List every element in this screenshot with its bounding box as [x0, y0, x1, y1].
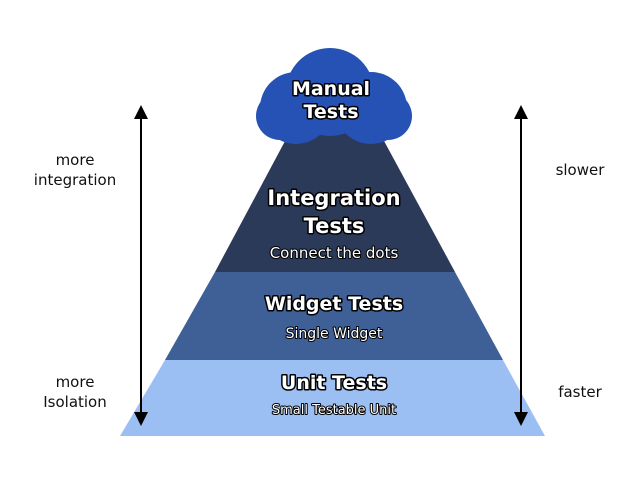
widget-tests-subtitle: Single Widget [286, 326, 383, 342]
left-bottom-label: more Isolation [30, 372, 120, 412]
left-top-label: more integration [30, 150, 120, 190]
integration-tests-tier [215, 128, 455, 272]
manual-tests-title-line2: Tests [303, 101, 358, 123]
right-top-label: slower [555, 161, 605, 179]
left-bottom-label-line1: more [55, 373, 95, 391]
unit-tests-subtitle: Small Testable Unit [272, 403, 396, 418]
widget-tests-tier [165, 272, 503, 360]
integration-tests-title-line1: Integration [267, 186, 400, 210]
left-top-label-line2: integration [33, 171, 117, 189]
manual-tests-title-line1: Manual [292, 78, 370, 100]
right-bottom-label: faster [558, 383, 602, 401]
integration-tests-title-line2: Tests [304, 214, 365, 238]
left-top-label-line1: more [55, 151, 95, 169]
manual-tests-cloud [256, 48, 412, 144]
left-bottom-label-line2: Isolation [43, 393, 107, 411]
integration-tests-subtitle: Connect the dots [270, 244, 399, 262]
unit-tests-tier [120, 360, 545, 436]
widget-tests-title: Widget Tests [265, 293, 403, 315]
unit-tests-title: Unit Tests [281, 372, 387, 394]
